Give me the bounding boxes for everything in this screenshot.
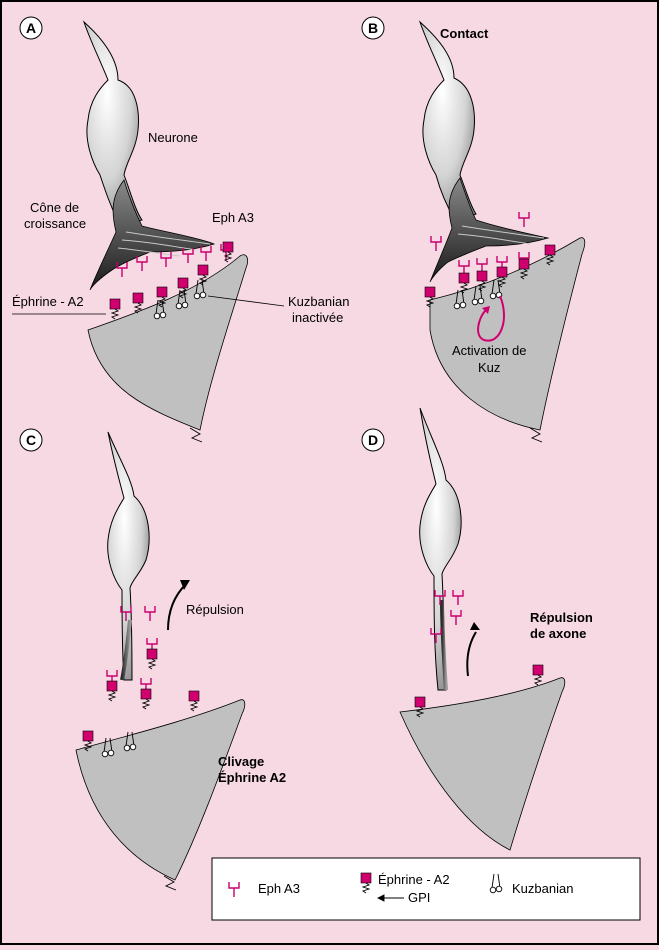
panel-a-badge: [19, 16, 43, 40]
panel-d-letter: D: [368, 432, 378, 448]
label-inactivee: inactivée: [292, 310, 343, 325]
panel-c-badge: [19, 428, 43, 452]
legend: Eph A3 Éphrine - A2 GPI Kuzbanian: [211, 857, 641, 921]
repulsion-arrowhead-d: [470, 622, 480, 630]
legend-gpi-label: GPI: [408, 890, 430, 905]
label-cone-line2: croissance: [24, 216, 86, 231]
legend-ephrine-label: Éphrine - A2: [378, 872, 450, 887]
target-cell-d: [399, 677, 566, 851]
panel-a-letter: A: [26, 20, 36, 36]
panel-b-badge: [361, 16, 385, 40]
panel-b-letter: B: [368, 20, 378, 36]
repulsion-arrow-d: [466, 631, 477, 677]
legend-eph-label: Eph A3: [258, 881, 300, 896]
target-cell-a: [87, 254, 248, 431]
growth-cone-filopodia-b: [457, 225, 545, 245]
axon-d: [440, 599, 448, 691]
legend-kuz-label: Kuzbanian: [512, 881, 573, 896]
label-repulsion-c: Répulsion: [186, 602, 244, 617]
target-cell-b: [429, 237, 586, 431]
neuron-soma-a: [82, 20, 143, 227]
panel-b: B Contact: [361, 16, 586, 443]
label-contact: Contact: [440, 26, 489, 41]
axon-c: [120, 619, 132, 681]
label-eph-a3: Eph A3: [212, 210, 254, 225]
panel-a: A Neurone Cône de croissance Eph A3 Éphr…: [12, 16, 349, 443]
kuz-pointer-a: [207, 295, 285, 307]
neuron-soma-c: [107, 431, 150, 681]
panel-d: D Répulsion de axone: [361, 407, 593, 851]
legend-gpi-arrow: [376, 894, 404, 902]
label-neurone: Neurone: [148, 130, 198, 145]
growth-cone-filopodia-a: [117, 231, 211, 257]
label-clivage: Clivage: [218, 754, 264, 769]
label-ephrine-a2-c: Éphrine A2: [218, 770, 286, 785]
neuron-soma-d: [419, 407, 462, 691]
cell-tail-c: [163, 875, 177, 891]
label-activation-line1: Activation de: [452, 343, 526, 358]
repulsion-arrowhead-c: [180, 580, 190, 590]
label-activation-line2: Kuz: [478, 360, 500, 375]
legend-box: [211, 857, 641, 921]
repulsion-arrow-c: [167, 583, 187, 631]
label-repulsion-d: Répulsion: [530, 610, 593, 625]
label-cone-line1: Cône de: [30, 200, 79, 215]
activation-arrow-b: [477, 295, 505, 342]
panel-c-letter: C: [26, 432, 36, 448]
cell-tail-b: [529, 427, 543, 443]
target-cell-c: [75, 699, 246, 881]
label-kuzbanian: Kuzbanian: [288, 294, 349, 309]
panel-c: C Répulsion Clivage Éphrine A2: [19, 428, 286, 891]
panel-d-badge: [361, 428, 385, 452]
label-ephrine-a2: Éphrine - A2: [12, 294, 84, 309]
label-de-axone: de axone: [530, 626, 586, 641]
neuron-soma-b: [418, 20, 477, 223]
cell-tail-a: [189, 427, 203, 443]
activation-arrowhead-b: [482, 306, 490, 314]
